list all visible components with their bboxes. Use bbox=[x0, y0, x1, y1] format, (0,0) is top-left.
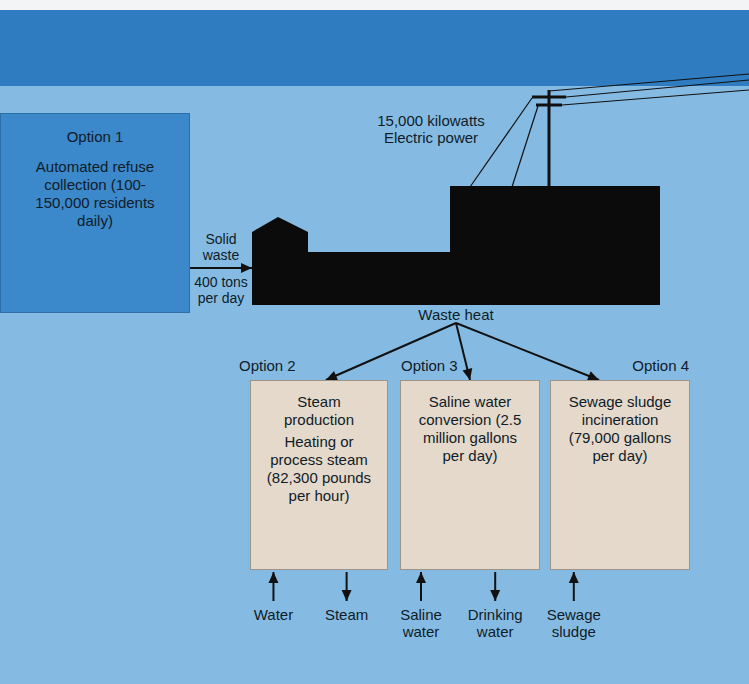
flow-arrow bbox=[342, 572, 352, 601]
box-text: Sewage sludge incineration (79,000 gallo… bbox=[561, 393, 679, 465]
power-wire bbox=[566, 80, 749, 97]
power-wire bbox=[549, 74, 749, 91]
flow-label: Sewage sludge bbox=[539, 606, 609, 641]
flow-label: Saline water bbox=[386, 606, 456, 641]
flow-connector bbox=[456, 323, 472, 380]
option-box: Option 4Sewage sludge incineration (79,0… bbox=[550, 380, 690, 570]
box-heading: Waste heat bbox=[252, 305, 660, 323]
flow-label: Steam bbox=[312, 606, 382, 623]
quantity-label: 400 tons per day bbox=[190, 274, 252, 306]
arrow-head bbox=[268, 572, 278, 583]
pole-crossarm bbox=[532, 96, 566, 99]
flow-arrow bbox=[268, 572, 278, 601]
power-plant: Waste heat bbox=[252, 186, 660, 323]
arrow-head bbox=[416, 572, 426, 583]
connector-line bbox=[456, 323, 599, 380]
box-heading: Option 1 bbox=[9, 128, 181, 146]
plant-silhouette bbox=[252, 186, 660, 305]
box-text: Steam production bbox=[261, 393, 377, 429]
plant-building bbox=[252, 186, 660, 305]
edge-label: Solid waste bbox=[190, 231, 252, 263]
option-box: Option 2Steam productionHeating or proce… bbox=[250, 380, 388, 570]
arrow-head bbox=[342, 590, 352, 601]
header-band bbox=[0, 10, 749, 86]
arrow-head bbox=[490, 590, 500, 601]
box-heading: Option 2 bbox=[239, 357, 296, 375]
box-text: Heating or process steam (82,300 pounds … bbox=[261, 433, 377, 505]
flow-connector bbox=[190, 263, 252, 273]
arrow-head bbox=[569, 572, 579, 583]
box-heading: Option 3 bbox=[401, 357, 458, 375]
flow-arrow bbox=[490, 572, 500, 601]
power-wire bbox=[562, 90, 749, 105]
flow-arrow bbox=[569, 572, 579, 601]
option-box: Option 3Saline water conversion (2.5 mil… bbox=[400, 380, 540, 570]
arrow-head bbox=[463, 368, 473, 380]
box-heading: Option 4 bbox=[632, 357, 689, 375]
flow-connector bbox=[456, 323, 599, 381]
box-text: Automated refuse collection (100-150,000… bbox=[34, 158, 156, 230]
arrow-head bbox=[241, 263, 252, 273]
arrow-head bbox=[326, 371, 338, 380]
power-wire bbox=[512, 106, 538, 187]
flow-label: Drinking water bbox=[460, 606, 530, 641]
power-label: 15,000 kilowatts Electric power bbox=[371, 112, 491, 147]
process-box: Option 1 Automated refuse collection (100… bbox=[0, 113, 190, 313]
pole-crossarm bbox=[536, 104, 562, 107]
power-wire bbox=[470, 98, 532, 187]
flow-arrow bbox=[416, 572, 426, 601]
top-margin bbox=[0, 0, 749, 10]
box-text: Saline water conversion (2.5 million gal… bbox=[411, 393, 529, 465]
flow-label: Water bbox=[238, 606, 308, 623]
